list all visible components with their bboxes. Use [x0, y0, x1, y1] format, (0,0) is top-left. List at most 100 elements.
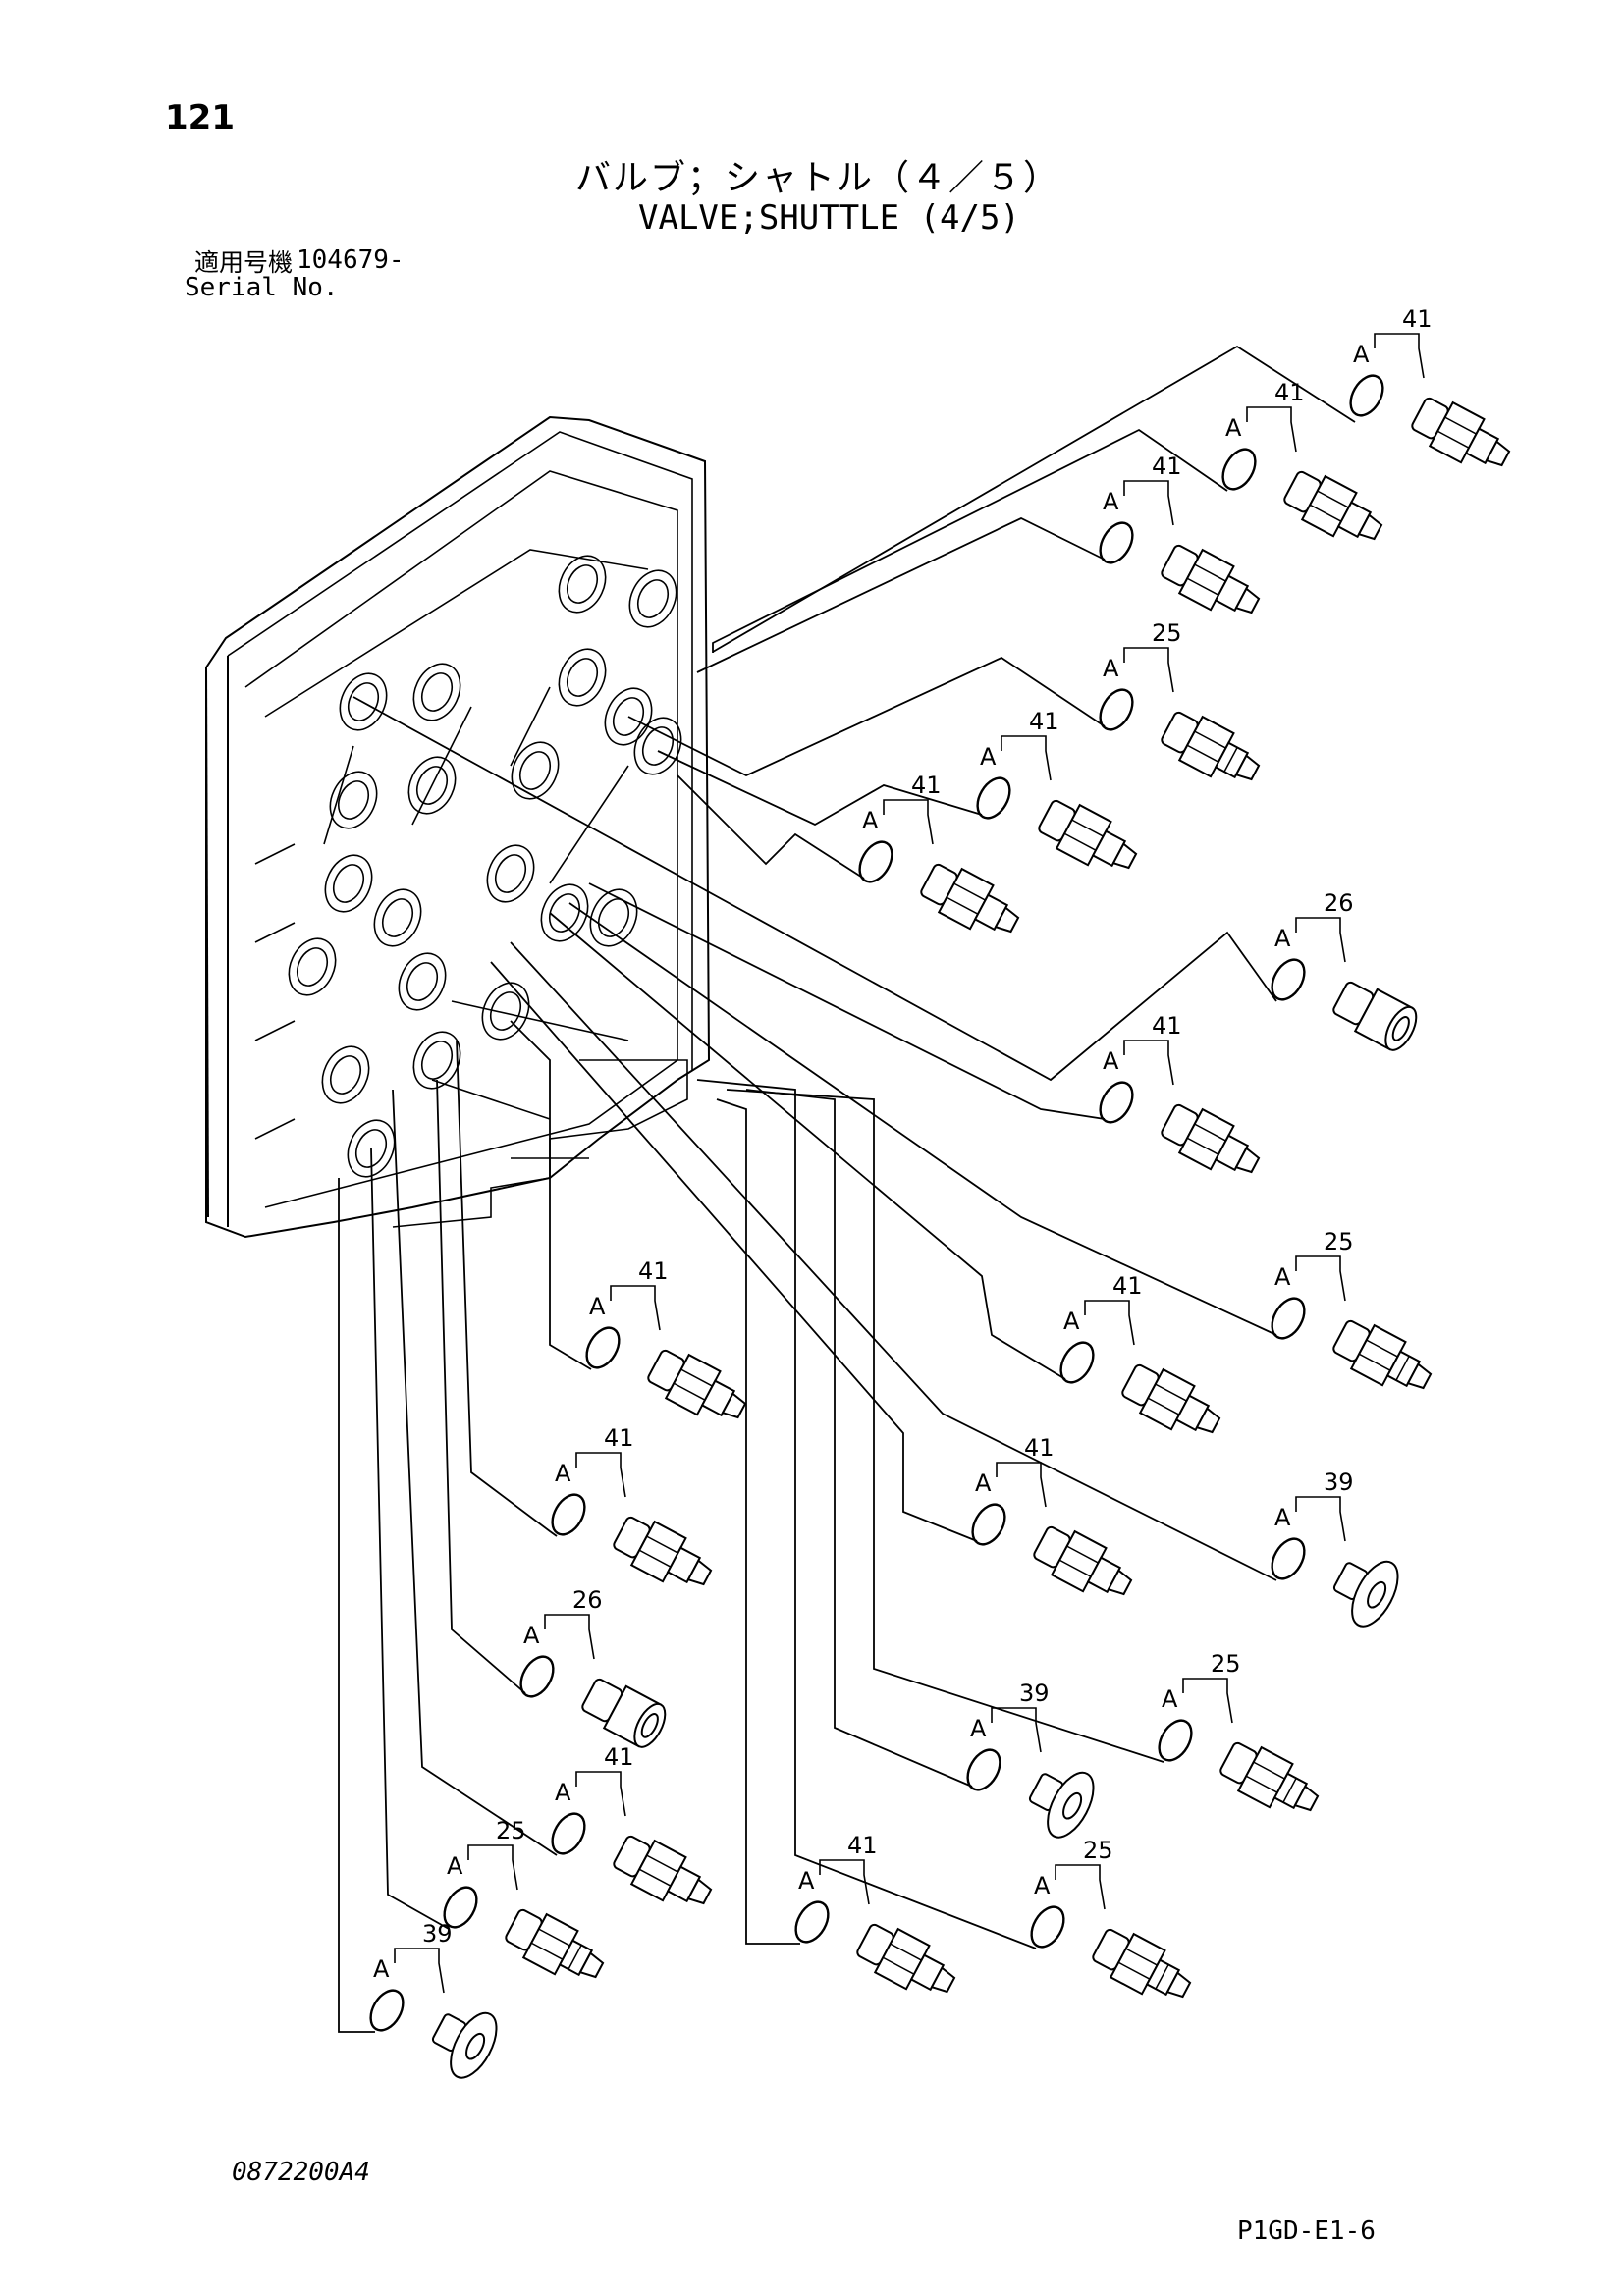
o-ring-icon	[551, 1493, 586, 1536]
callout-c1: 41A	[1349, 305, 1511, 467]
fitting-elbow-icon	[1121, 1363, 1221, 1434]
o-ring-icon	[1271, 1537, 1306, 1580]
leader-line-c2	[712, 428, 1228, 653]
leader-line-c16	[745, 1089, 973, 1788]
callout-bracket	[1295, 917, 1346, 963]
callout-bracket	[467, 1844, 518, 1891]
fitting-elbow-icon	[613, 1516, 713, 1586]
leader-line-c14	[456, 1040, 558, 1537]
fitting-female-icon	[1332, 981, 1418, 1051]
o-ring-icon	[1271, 1297, 1306, 1340]
callout-bracket	[991, 1707, 1042, 1753]
callout-bracket	[1084, 1300, 1135, 1346]
o-ring-icon	[519, 1655, 555, 1698]
o-ring-icon	[1271, 958, 1306, 1001]
oring-reference-label: A	[1103, 655, 1119, 682]
fitting-plug-icon	[431, 2011, 498, 2079]
callout-c6: 41A	[858, 772, 1020, 934]
o-ring-icon	[551, 1812, 586, 1855]
part-number-label: 39	[422, 1920, 453, 1948]
o-ring-icon	[369, 1989, 405, 2032]
oring-reference-label: A	[555, 1779, 571, 1806]
leader-line-c11	[510, 941, 1277, 1581]
callout-c20: 41A	[794, 1832, 956, 1994]
callout-c10: 41A	[1059, 1272, 1221, 1434]
callout-bracket	[996, 1462, 1047, 1508]
oring-reference-label: A	[1274, 1504, 1291, 1531]
oring-reference-label: A	[447, 1852, 463, 1880]
oring-reference-label: A	[1063, 1308, 1080, 1335]
part-number-label: 41	[1029, 708, 1059, 735]
callout-bracket	[1123, 1040, 1174, 1086]
callout-c3: 41A	[1099, 453, 1261, 614]
oring-reference-label: A	[1034, 1872, 1051, 1899]
callout-bracket	[1055, 1864, 1106, 1910]
leader-line-c8	[588, 882, 1106, 1120]
part-number-label: 25	[1211, 1650, 1241, 1678]
fitting-elbow-icon	[1161, 1103, 1261, 1174]
callout-bracket	[1295, 1255, 1346, 1302]
o-ring-icon	[1099, 521, 1134, 564]
leader-lines	[338, 345, 1356, 2033]
part-number-label: 39	[1019, 1680, 1050, 1707]
oring-reference-label: A	[1103, 1047, 1119, 1075]
o-ring-icon	[1349, 374, 1384, 417]
fitting-elbow-icon	[613, 1835, 713, 1905]
part-number-label: 41	[638, 1257, 669, 1285]
callout-c13: 41A	[585, 1257, 747, 1419]
o-ring-icon	[966, 1748, 1001, 1791]
leader-line-c6	[677, 774, 865, 880]
fitting-elbow-icon	[647, 1349, 747, 1419]
fitting-elbow-icon	[1161, 544, 1261, 614]
serial-label-japanese: 適用号機	[194, 248, 294, 277]
oring-reference-label: A	[1162, 1685, 1178, 1713]
oring-reference-label: A	[1103, 488, 1119, 515]
callout-c18: 41A	[551, 1743, 713, 1905]
part-number-label: 41	[911, 772, 942, 799]
serial-label-english: Serial No.	[185, 273, 339, 302]
leader-line-c10	[549, 912, 1066, 1380]
fitting-plug-icon	[1028, 1771, 1095, 1839]
page-title-english: VALVE;SHUTTLE (4/5)	[638, 198, 1020, 238]
callout-bracket	[544, 1614, 595, 1660]
leader-line-c1	[712, 345, 1356, 653]
o-ring-icon	[1099, 1081, 1134, 1124]
callout-bracket	[1246, 406, 1297, 453]
fitting-union-icon	[1219, 1741, 1320, 1812]
leader-line-c19	[370, 1148, 450, 1930]
leader-line-c7	[352, 696, 1277, 1082]
oring-reference-label: A	[1353, 341, 1370, 368]
o-ring-icon	[1158, 1719, 1193, 1762]
fitting-union-icon	[505, 1908, 605, 1979]
fitting-elbow-icon	[1033, 1525, 1133, 1596]
part-number-label: 41	[604, 1424, 634, 1452]
fitting-female-icon	[581, 1678, 667, 1748]
oring-reference-label: A	[970, 1715, 987, 1742]
callout-bracket	[575, 1771, 626, 1817]
leader-line-c4	[627, 656, 1106, 776]
part-number-label: 41	[1152, 453, 1182, 480]
part-number-label: 41	[1024, 1434, 1055, 1462]
callout-bracket	[1182, 1678, 1233, 1724]
o-ring-icon	[976, 776, 1011, 820]
valve-block-body	[205, 415, 711, 1239]
part-number-label: 41	[1152, 1012, 1182, 1040]
oring-reference-label: A	[798, 1867, 815, 1895]
part-number-label: 41	[847, 1832, 878, 1859]
leader-line-c9	[568, 902, 1277, 1336]
callout-bracket	[1295, 1496, 1346, 1542]
callout-bracket	[819, 1859, 870, 1905]
page-title-japanese: バルブ；シャトル（４／５）	[575, 158, 1061, 198]
callout-c14: 41A	[551, 1424, 713, 1586]
oring-reference-label: A	[1274, 1263, 1291, 1291]
leader-line-c3	[696, 516, 1106, 673]
callout-c17: 25A	[1158, 1650, 1320, 1812]
part-number-label: 25	[1324, 1228, 1354, 1255]
o-ring-icon	[1099, 688, 1134, 731]
leader-line-c17	[726, 1089, 1164, 1763]
page-number: 121	[165, 98, 235, 137]
oring-reference-label: A	[1274, 925, 1291, 952]
fitting-parts: 41A41A41A25A41A41A26A41A25A41A39A41A41A4…	[369, 305, 1511, 2079]
oring-reference-label: A	[373, 1955, 390, 1983]
oring-reference-label: A	[555, 1460, 571, 1487]
